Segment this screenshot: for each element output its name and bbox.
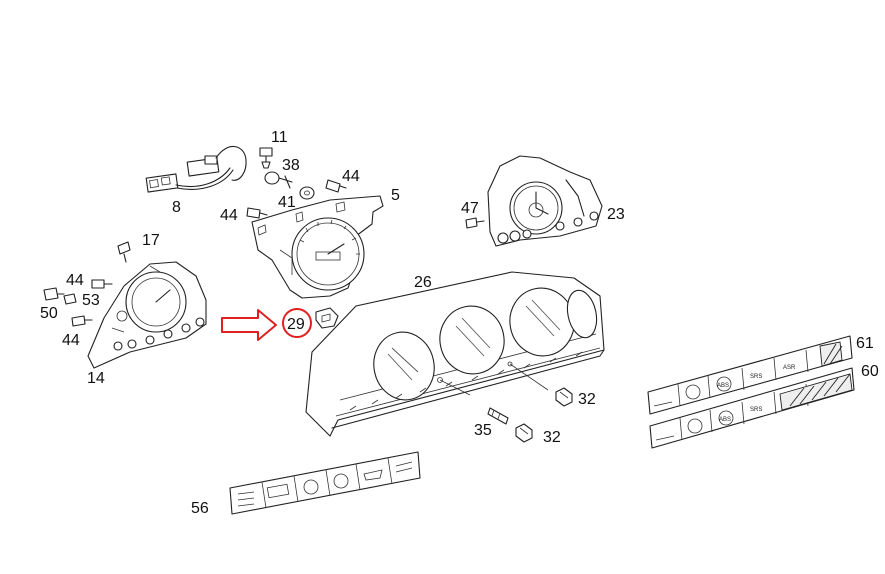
part-5-speedometer — [251, 195, 384, 299]
highlight-arrow — [221, 309, 277, 341]
part-11-bulb — [259, 147, 273, 169]
part-32-screw-b — [515, 423, 533, 443]
callout-60: 60 — [861, 363, 879, 380]
callout-5: 5 — [391, 187, 400, 204]
part-14-left-gauge — [87, 261, 207, 369]
callout-29: 29 — [287, 316, 305, 333]
callout-44: 44 — [342, 168, 360, 185]
highlight-circle — [282, 308, 312, 338]
part-44-bulb-a — [325, 179, 347, 193]
callout-50: 50 — [40, 305, 58, 322]
part-23-clock — [487, 155, 603, 247]
callout-32: 32 — [578, 391, 596, 408]
part-38-bulb — [264, 171, 293, 189]
part-47-bulb — [465, 217, 485, 229]
part-60-switch-panel — [649, 367, 855, 449]
callout-14: 14 — [87, 370, 105, 387]
part-53-bulb — [63, 293, 77, 305]
callout-61: 61 — [856, 335, 874, 352]
part-8-connector — [145, 146, 247, 193]
part-32-screw-a — [555, 387, 573, 407]
callout-32: 32 — [543, 429, 561, 446]
callout-23: 23 — [607, 206, 625, 223]
callout-35: 35 — [474, 422, 492, 439]
callout-56: 56 — [191, 500, 209, 517]
part-44-bulb-d — [71, 315, 93, 327]
callout-44: 44 — [62, 332, 80, 349]
part-44-bulb-c — [91, 279, 113, 289]
callout-26: 26 — [414, 274, 432, 291]
callout-44: 44 — [220, 207, 238, 224]
callout-47: 47 — [461, 200, 479, 217]
panel-61-asr-label: ASR — [783, 365, 796, 371]
part-35-bulb — [487, 407, 509, 425]
callout-17: 17 — [142, 232, 160, 249]
callout-41: 41 — [278, 194, 296, 211]
part-50-bulb — [43, 287, 65, 301]
callout-53: 53 — [82, 292, 100, 309]
part-26-cluster-housing — [305, 271, 605, 437]
panel-61-srs-label: SRS — [750, 374, 762, 380]
part-56-warning-strip — [229, 451, 421, 515]
part-44-bulb-b — [246, 207, 268, 219]
panel-60-srs-label: SRS — [750, 407, 762, 413]
part-41-washer — [299, 186, 315, 200]
callout-8: 8 — [172, 199, 181, 216]
part-29-bracket — [315, 307, 339, 329]
panel-60-abs-label: ABS — [719, 417, 731, 423]
callout-11: 11 — [271, 129, 288, 146]
callout-38: 38 — [282, 157, 300, 174]
panel-61-abs-label: ABS — [717, 383, 729, 389]
part-17-bulb — [117, 241, 131, 263]
callout-44: 44 — [66, 272, 84, 289]
part-61-switch-panel — [647, 335, 853, 415]
